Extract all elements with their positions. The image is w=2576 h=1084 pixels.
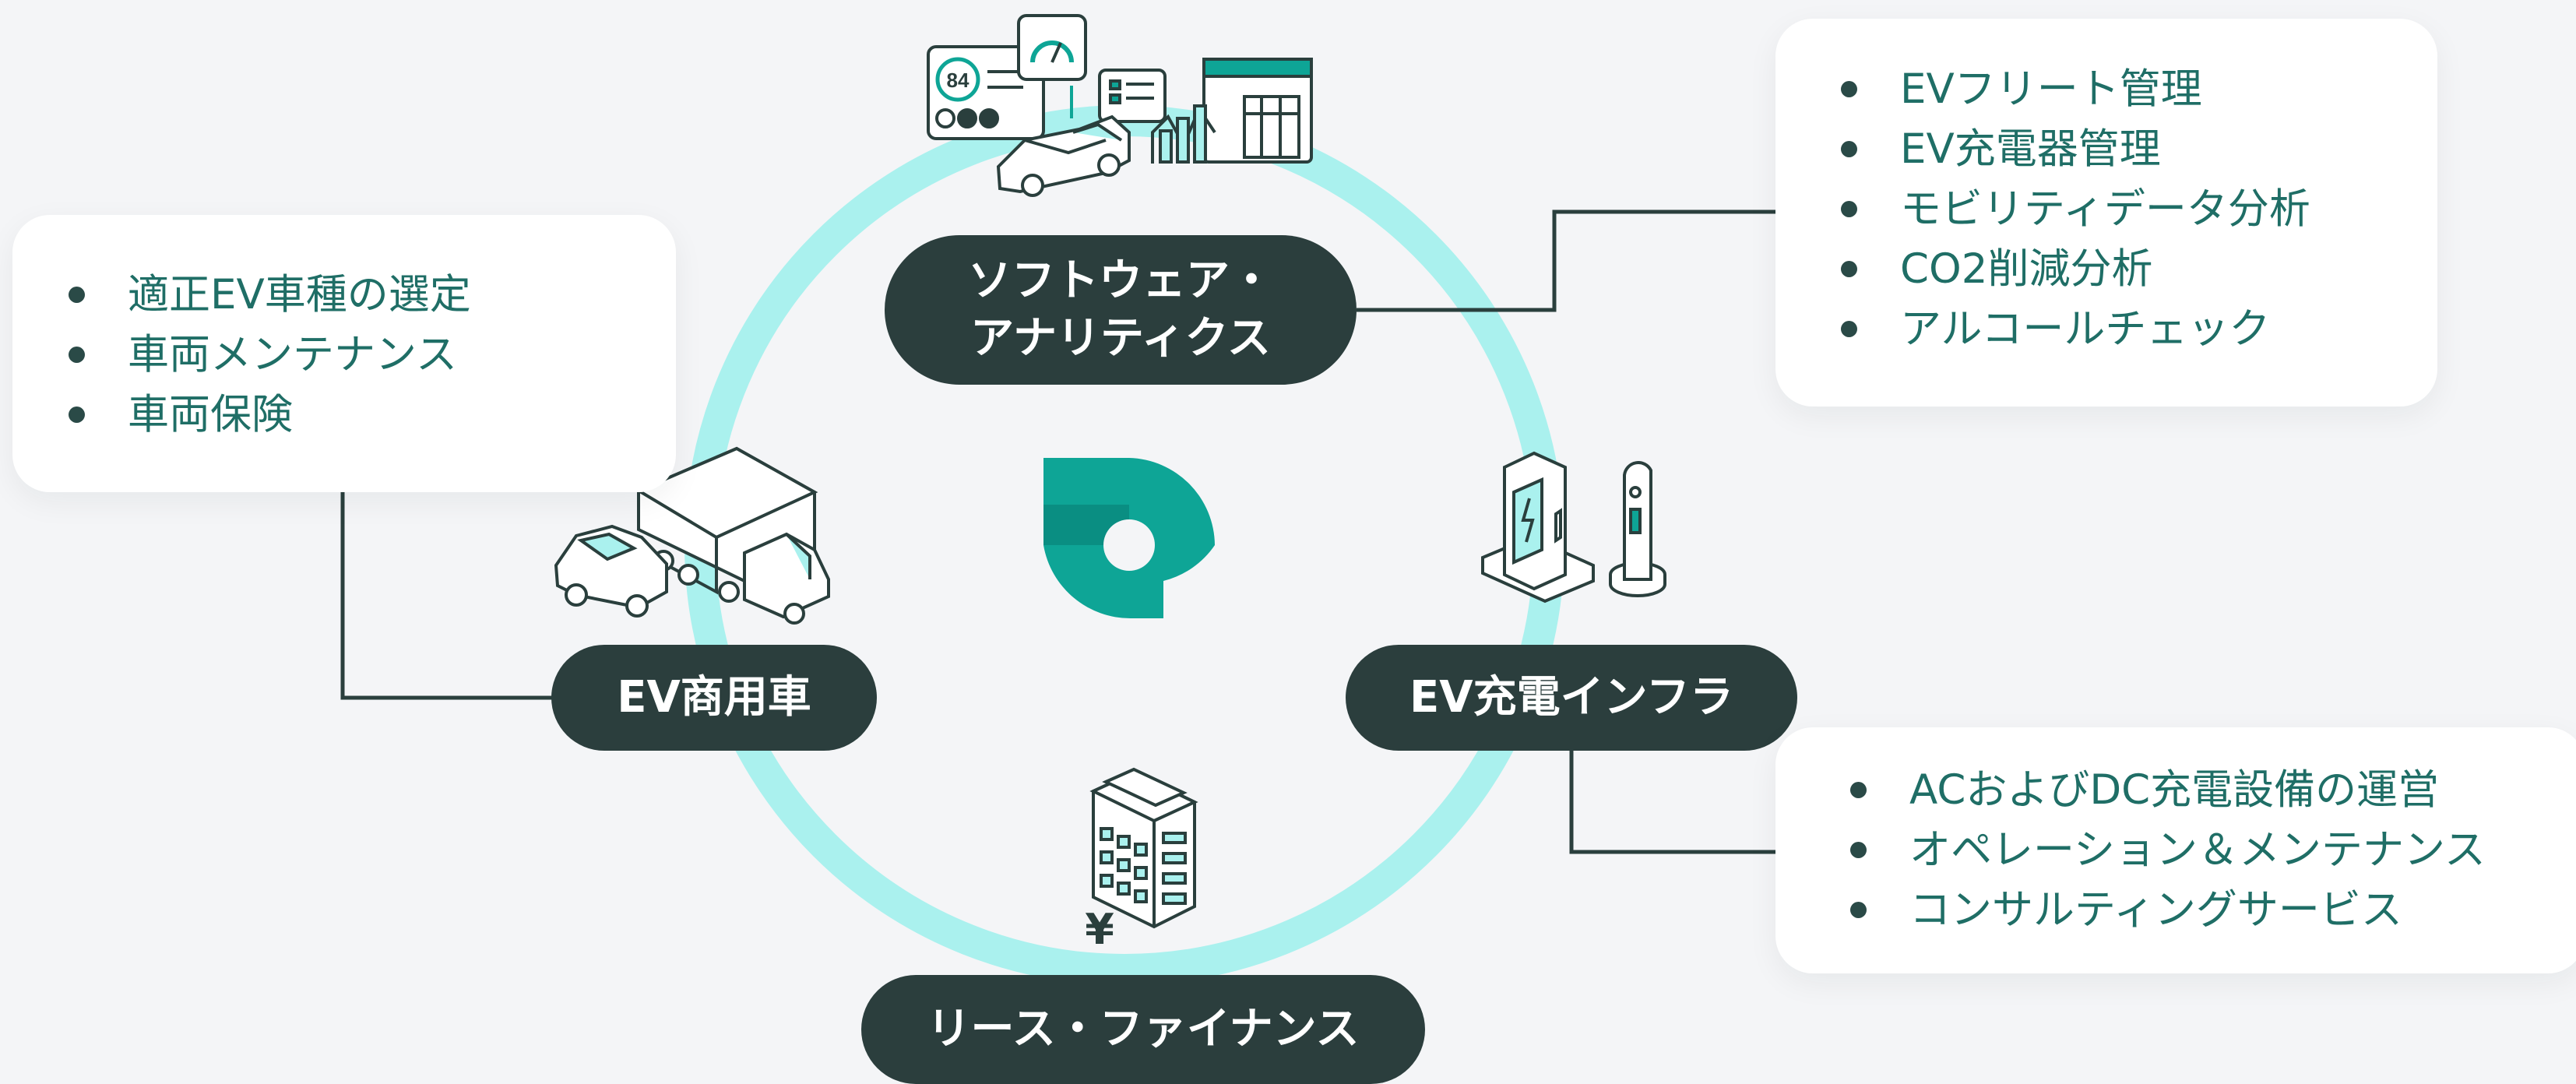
brand-logo — [1043, 458, 1215, 619]
dashboard-gauge-value: 84 — [947, 69, 970, 92]
bullet-dot — [1841, 201, 1857, 217]
connector-software — [1357, 209, 1779, 312]
node-software-line1: ソフトウェア・ — [968, 255, 1273, 306]
node-software-line2: アナリティクス — [970, 313, 1271, 364]
node-software-analytics: ソフトウェア・ アナリティクス — [885, 235, 1357, 385]
list-item-text: CO2削減分析 — [1900, 245, 2153, 293]
charger-icon — [1481, 451, 1666, 604]
list-item-text: EV充電器管理 — [1900, 125, 2161, 173]
list-item-text: コンサルティングサービス — [1909, 886, 2402, 934]
connector-ev-charge — [1569, 751, 1779, 854]
list-item-text: オペレーション＆メンテナンス — [1909, 826, 2486, 874]
list-item-text: 車両保険 — [128, 391, 293, 438]
connector-ev-commercial — [340, 492, 554, 700]
list-item-text: 適正EV車種の選定 — [128, 271, 471, 319]
node-ev-commercial: EV商用車 — [551, 645, 877, 751]
bullet-dot — [1841, 321, 1857, 337]
car-truck-icon — [554, 446, 830, 625]
node-ev-commercial-label: EV商用車 — [617, 672, 811, 723]
node-lease-finance-label: リース・ファイナンス — [927, 1004, 1360, 1054]
list-item-text: モビリティデータ分析 — [1900, 185, 2310, 233]
bullet-dot — [1841, 141, 1857, 157]
bullet-dot — [1841, 261, 1857, 277]
card-ev-commercial-services: 適正EV車種の選定 車両メンテナンス 車両保険 — [12, 215, 676, 492]
bullet-dot — [69, 287, 85, 303]
list-item-text: 車両メンテナンス — [128, 331, 457, 378]
building-yen-icon: ¥ — [1085, 767, 1198, 954]
bullet-dot — [1850, 842, 1867, 858]
card-software-services: EVフリート管理 EV充電器管理 モビリティデータ分析 CO2削減分析 アルコー… — [1775, 19, 2437, 406]
yen-symbol: ¥ — [1085, 905, 1114, 954]
bullet-dot — [69, 406, 85, 423]
bullet-dot — [69, 347, 85, 363]
bullet-dot — [1850, 782, 1867, 798]
list-item-text: アルコールチェック — [1900, 305, 2271, 353]
bullet-dot — [1841, 81, 1857, 97]
node-ev-charge-label: EV充電インフラ — [1409, 672, 1733, 723]
dashboard-car-icon: 84 — [927, 14, 1313, 197]
card-charging-services: ACおよびDC充電設備の運営 オペレーション＆メンテナンス コンサルティングサー… — [1775, 727, 2576, 973]
list-item-text: EVフリート管理 — [1900, 65, 2202, 113]
list-item-text: ACおよびDC充電設備の運営 — [1909, 766, 2440, 814]
bullet-dot — [1850, 902, 1867, 918]
node-lease-finance: リース・ファイナンス — [861, 975, 1425, 1084]
node-ev-charge: EV充電インフラ — [1346, 645, 1797, 751]
